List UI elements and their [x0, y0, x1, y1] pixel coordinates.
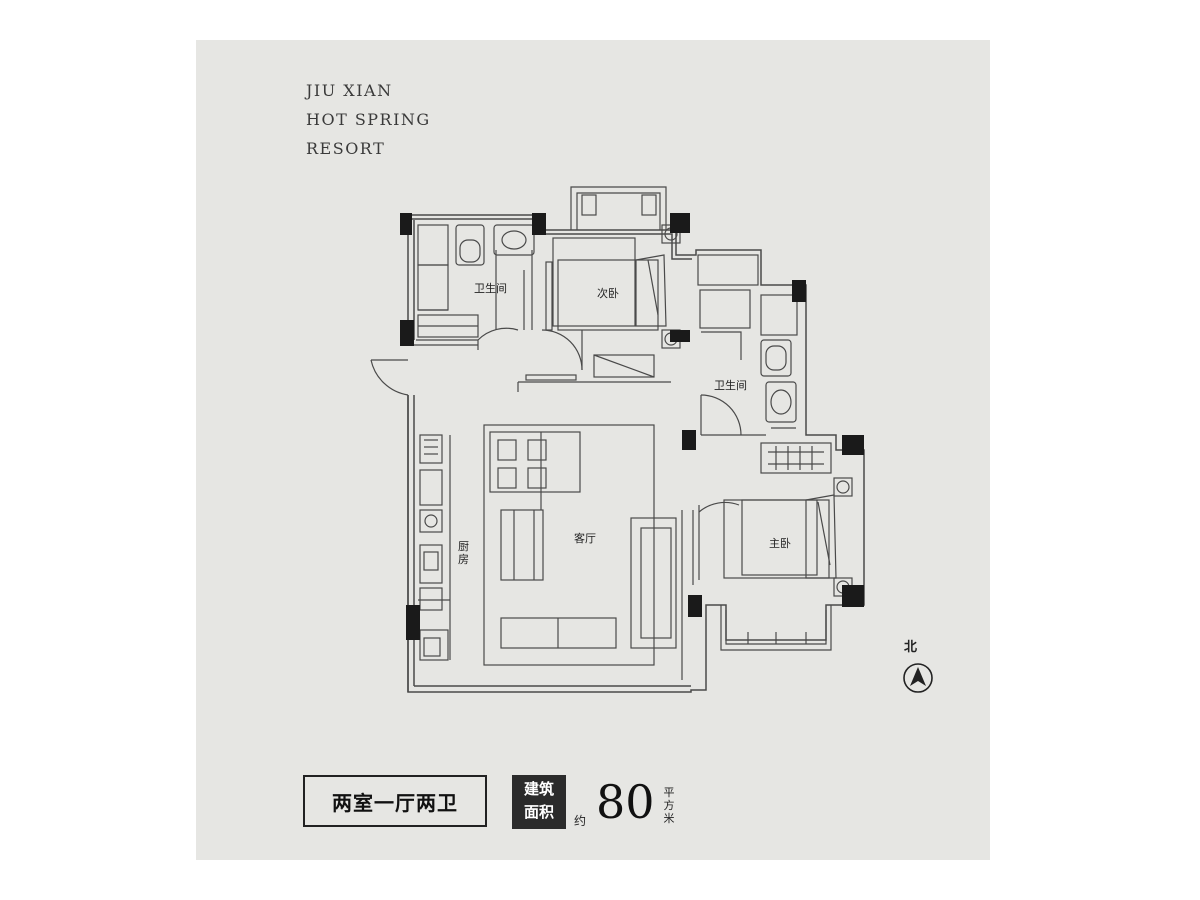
north-label: 北: [904, 640, 918, 655]
brand-line-3: RESORT: [306, 139, 386, 158]
area-tag-line-2: 面积: [523, 803, 554, 821]
unit-type-label: 两室一厅两卫: [303, 775, 487, 827]
master-bedroom-furniture: [692, 442, 853, 597]
north-arrow-icon: [903, 663, 933, 693]
wall-columns: [400, 213, 864, 640]
top-balcony: [570, 186, 667, 230]
area-unit: 平方米: [663, 786, 675, 825]
second-bedroom-furniture: [517, 224, 681, 392]
bathroom-1-fixtures: [408, 224, 535, 350]
floor-plan-card: JIU XIAN HOT SPRING RESORT: [196, 40, 990, 860]
room-label-kitchen: 厨房: [458, 540, 469, 566]
floor-plan-drawing: [370, 186, 865, 693]
brand-line-2: HOT SPRING: [306, 110, 431, 129]
brand-text: JIU XIAN HOT SPRING RESORT: [306, 76, 431, 163]
room-label-living-room: 客厅: [574, 532, 596, 545]
area-tag: 建筑 面积: [512, 775, 566, 829]
area-approx-label: 约: [574, 814, 587, 828]
entry-door: [370, 359, 409, 396]
brand-line-1: JIU XIAN: [306, 81, 393, 100]
living-room-furniture: [483, 424, 683, 680]
area-value: 80: [596, 775, 655, 829]
bathroom-2-fixtures: [697, 254, 798, 436]
area-tag-line-1: 建筑: [523, 780, 554, 798]
room-label-master-bedroom: 主卧: [769, 537, 791, 550]
room-label-second-bedroom: 次卧: [597, 287, 619, 300]
kitchen-fixtures: [418, 434, 451, 661]
room-label-bathroom-2: 卫生间: [714, 379, 747, 392]
bottom-balcony: [720, 605, 832, 651]
room-label-bathroom-1: 卫生间: [474, 282, 507, 295]
